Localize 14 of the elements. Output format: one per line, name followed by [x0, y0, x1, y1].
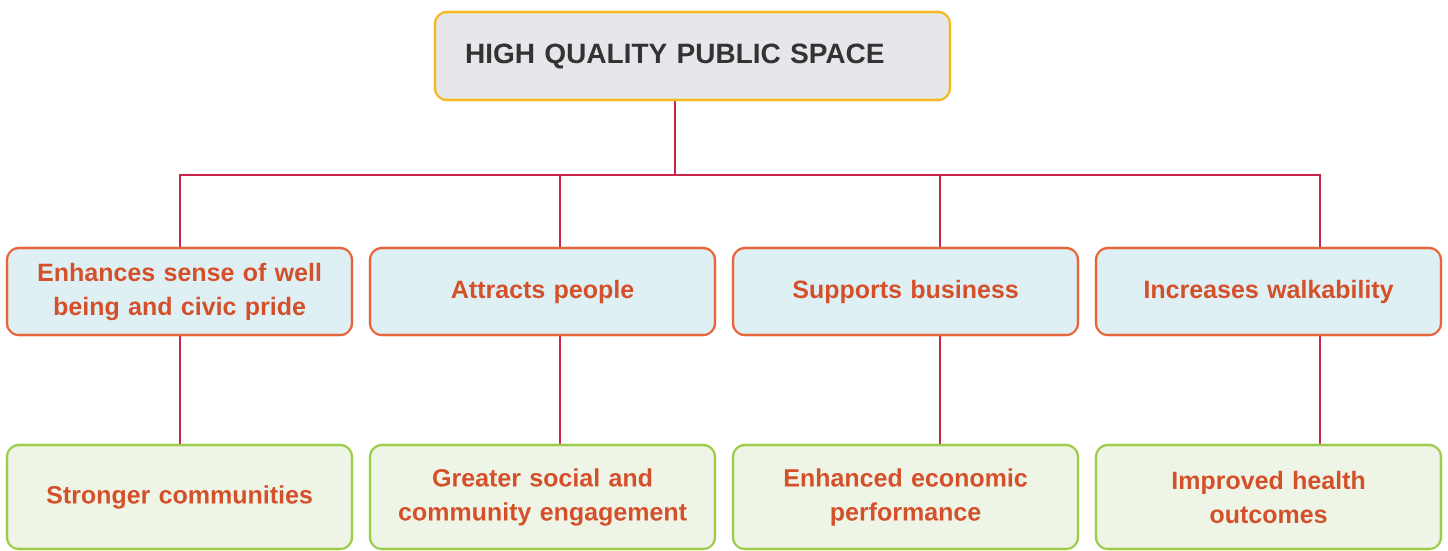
outcome-box: Greater social and community engagement [368, 443, 717, 551]
connector-line [1319, 334, 1321, 446]
connector-line [179, 334, 181, 446]
benefit-box: Attracts people [368, 246, 717, 337]
outcome-box: Improved health outcomes [1094, 443, 1443, 551]
benefit-box: Enhances sense of well being and civic pride [5, 246, 354, 337]
connector-line [939, 334, 941, 446]
benefit-box: Supports business [731, 246, 1080, 337]
outcome-box: Enhanced economic performance [731, 443, 1080, 551]
title-box: HIGH QUALITY PUBLIC SPACE [433, 10, 952, 102]
outcome-box: Stronger communities [5, 443, 354, 551]
benefit-box: Increases walkability [1094, 246, 1443, 337]
connector-line [559, 334, 561, 446]
connector-line [674, 99, 1321, 249]
